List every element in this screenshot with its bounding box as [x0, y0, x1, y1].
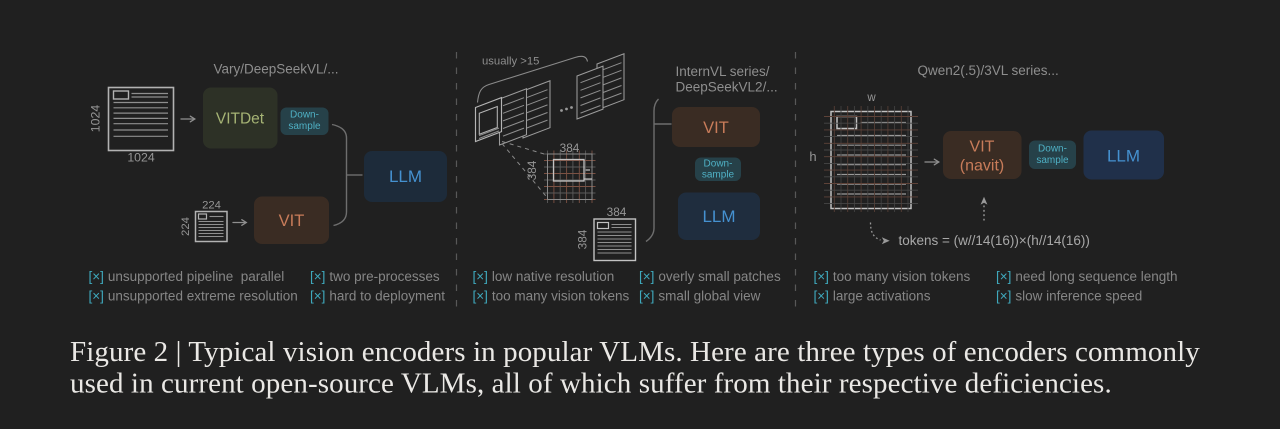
svg-text:LLM: LLM: [702, 207, 735, 226]
svg-text:(navit): (navit): [960, 158, 1004, 175]
svg-text:Down-: Down-: [1038, 144, 1067, 155]
svg-text:1024: 1024: [89, 105, 103, 133]
svg-text:Figure 2 | Typical vision enco: Figure 2 | Typical vision encoders in po…: [70, 336, 1200, 368]
svg-text:[×]too many vision tokens: [×]too many vision tokens: [473, 289, 630, 304]
svg-text:used in current open-source VL: used in current open-source VLMs, all of…: [70, 368, 1112, 400]
svg-text:[×]low native resolution: [×]low native resolution: [473, 269, 615, 284]
svg-text:Down-: Down-: [704, 159, 733, 170]
svg-text:h: h: [809, 149, 816, 164]
svg-text:Down-: Down-: [290, 110, 319, 121]
svg-text:384: 384: [560, 141, 580, 155]
svg-text:VIT: VIT: [703, 119, 729, 137]
svg-text:tokens = (w//14(16))×(h//14(16: tokens = (w//14(16))×(h//14(16)): [899, 233, 1090, 248]
svg-text:DeepSeekVL2/...: DeepSeekVL2/...: [676, 80, 778, 95]
svg-text:w: w: [866, 92, 876, 104]
svg-text:384: 384: [576, 229, 590, 249]
svg-text:1024: 1024: [127, 151, 155, 165]
svg-text:[×]overly small patches: [×]overly small patches: [639, 269, 781, 284]
svg-text:224: 224: [202, 200, 221, 212]
svg-text:sample: sample: [288, 121, 321, 132]
svg-text:InternVL series/: InternVL series/: [676, 64, 770, 79]
svg-text:sample: sample: [702, 170, 735, 181]
svg-text:usually >15: usually >15: [482, 56, 539, 68]
svg-text:[×]large activations: [×]large activations: [814, 289, 931, 304]
svg-text:VITDet: VITDet: [216, 111, 265, 128]
svg-text:LLM: LLM: [1107, 147, 1140, 166]
svg-text:384: 384: [525, 160, 539, 180]
svg-text:[×]too many vision tokens: [×]too many vision tokens: [814, 269, 971, 284]
svg-text:[×]unsupported pipeline paral: [×]unsupported pipeline parallel: [89, 269, 285, 284]
svg-text:Vary/DeepSeekVL/...: Vary/DeepSeekVL/...: [213, 62, 338, 77]
svg-text:[×]unsupported extreme resolut: [×]unsupported extreme resolution: [89, 289, 298, 304]
svg-text:Qwen2(.5)/3VL series...: Qwen2(.5)/3VL series...: [918, 63, 1059, 78]
svg-text:[×]hard to deployment: [×]hard to deployment: [310, 289, 445, 304]
svg-text:[×]small global view: [×]small global view: [639, 289, 761, 304]
svg-text:VIT: VIT: [970, 139, 995, 156]
svg-text:[×]two pre-processes: [×]two pre-processes: [310, 269, 440, 284]
svg-text:[×]need long sequence length: [×]need long sequence length: [996, 269, 1178, 284]
svg-text:[×]slow inference speed: [×]slow inference speed: [996, 289, 1142, 304]
svg-text:224: 224: [180, 217, 192, 236]
svg-text:sample: sample: [1036, 155, 1069, 166]
svg-text:LLM: LLM: [389, 167, 422, 186]
svg-text:VIT: VIT: [279, 212, 305, 230]
svg-text:384: 384: [607, 205, 627, 219]
